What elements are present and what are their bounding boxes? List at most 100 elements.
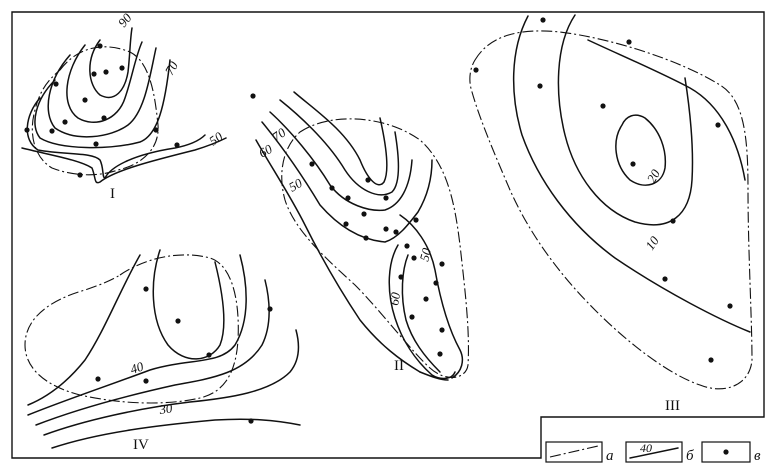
sample-point [119, 65, 125, 71]
sample-point [206, 352, 212, 358]
sample-point [630, 161, 636, 167]
region-label-IV: IV [133, 437, 149, 453]
sample-point [626, 39, 632, 45]
sample-point [345, 195, 351, 201]
legend: а 40 б в [545, 441, 761, 464]
sample-point [143, 286, 149, 292]
isoline-label-20: 20 [644, 166, 664, 185]
sample-point [439, 327, 445, 333]
isoline-II-60-left [255, 139, 421, 373]
sample-point [93, 141, 99, 147]
isoline-90 [89, 27, 133, 99]
sample-point [97, 43, 103, 49]
sample-point [343, 221, 349, 227]
sample-point [409, 314, 415, 320]
sample-point [439, 261, 445, 267]
isoline-II-70 [269, 111, 413, 212]
sample-point [101, 115, 107, 121]
region-III: 20 10 III [469, 14, 753, 414]
isoline-IV-3 [35, 279, 270, 426]
isoline-II-50 [399, 214, 464, 379]
region-label-I: I [110, 186, 115, 202]
isoline-60 [26, 97, 206, 179]
isoline-label-10: 10 [642, 233, 662, 253]
sample-point [600, 103, 606, 109]
isoline-10-a [512, 15, 751, 333]
isoline-50 [21, 137, 227, 184]
region-III-boundary [469, 30, 753, 390]
sample-point [95, 376, 101, 382]
sample-point [174, 142, 180, 148]
isoline-II-inner [388, 244, 456, 380]
region-label-II: II [394, 358, 404, 374]
isoline-10-b [587, 39, 746, 181]
isoline-label-60b: 60 [386, 291, 403, 307]
sample-points-IV [95, 286, 273, 424]
sample-point [437, 351, 443, 357]
sample-point [411, 255, 417, 261]
sample-point [53, 81, 59, 87]
sample-point [423, 296, 429, 302]
sample-point [329, 185, 335, 191]
map-frame [11, 11, 765, 459]
sample-point [267, 306, 273, 312]
sample-points-II [250, 93, 445, 357]
isoline-IV-1 [152, 249, 225, 360]
isoline-IV-30 [43, 329, 300, 436]
isoline-label-40: 40 [128, 358, 145, 376]
isoline-II-80 [293, 91, 388, 186]
sample-point [77, 172, 83, 178]
sample-point [473, 67, 479, 73]
isoline-IV-2 [27, 254, 141, 406]
sample-point [383, 226, 389, 232]
boundary-line-symbol [549, 445, 599, 458]
sample-point [175, 318, 181, 324]
isoline-85 [66, 41, 143, 123]
isoline-II-inner2 [401, 254, 441, 373]
isoline-label-30: 30 [157, 400, 173, 417]
sample-point [153, 127, 159, 133]
isoline-80 [47, 47, 157, 138]
sample-point [363, 235, 369, 241]
sample-point [393, 229, 399, 235]
sample-point [365, 177, 371, 183]
sample-point [250, 93, 256, 99]
sample-point [383, 195, 389, 201]
sample-point [91, 71, 97, 77]
legend-item-a: а [545, 441, 614, 464]
sample-point [540, 17, 546, 23]
sample-point [143, 378, 149, 384]
sample-point [404, 243, 410, 249]
sample-point [62, 119, 68, 125]
sample-point [715, 122, 721, 128]
sample-point [82, 97, 88, 103]
sample-points-III [473, 17, 733, 363]
sample-points-I [24, 43, 180, 178]
sample-point [537, 83, 543, 89]
legend-item-c: в [701, 441, 761, 464]
sample-point [670, 218, 676, 224]
region-II: 70 60 50 50 60 II [250, 91, 469, 381]
region-IV-boundary [24, 254, 239, 404]
legend-item-b: 40 б [625, 441, 694, 464]
region-I: 90 70 50 I [21, 10, 227, 202]
isoline-II-bottom [419, 371, 449, 381]
isoline-label-90: 90 [115, 10, 135, 30]
sample-point [248, 418, 254, 424]
sample-point [413, 217, 419, 223]
legend-label-b: б [686, 448, 694, 464]
isoline-II-75 [279, 99, 400, 196]
isoline-20-inner [615, 114, 667, 186]
legend-isoline-value: 40 [640, 441, 652, 455]
sample-point [309, 161, 315, 167]
isoline-IV-4 [51, 418, 301, 449]
sample-point [361, 211, 367, 217]
sample-point [24, 127, 30, 133]
sample-point [49, 128, 55, 134]
isoline-label-50b: 50 [416, 246, 434, 263]
legend-swatch-isoline [625, 441, 683, 463]
sample-point-symbol [723, 449, 729, 455]
sample-point [708, 357, 714, 363]
isoline-IV-40 [27, 254, 247, 416]
